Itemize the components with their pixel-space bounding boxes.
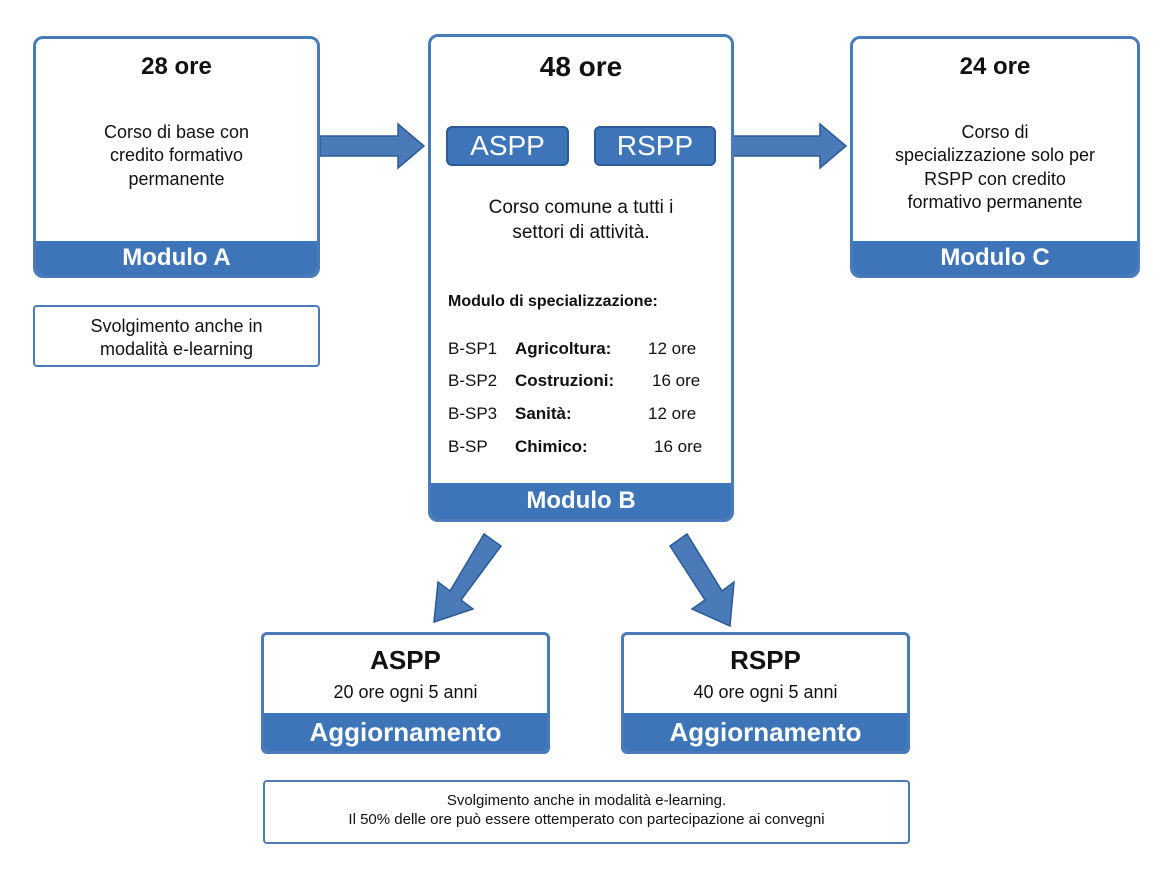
aggiornamento-rspp-hours: 40 ore ogni 5 anni [693, 682, 838, 702]
aggiornamento-rspp-label: Aggiornamento [624, 713, 907, 751]
spec-hours: 16 ore [652, 371, 701, 390]
aggiornamento-rspp-title: RSPP [730, 645, 801, 675]
arrow-b-to-c [715, 122, 848, 170]
aggiornamento-note: Svolgimento anche in modalità e-learning… [263, 780, 910, 844]
modulo-b-box: 48 ore Modulo B [428, 34, 734, 522]
aspp-pill: ASPP [446, 126, 569, 166]
spec-sector: Chimico: [515, 437, 588, 456]
aggiornamento-aspp-box: ASPP 20 ore ogni 5 anni Aggiornamento [261, 632, 550, 754]
aggiornamento-aspp-hours: 20 ore ogni 5 anni [333, 682, 478, 702]
aggiornamento-aspp-title: ASPP [370, 645, 441, 675]
arrow-b-to-rspp [668, 532, 735, 628]
modulo-c-hours: 24 ore [959, 53, 1031, 80]
modulo-a-label: Modulo A [36, 241, 317, 275]
modulo-c-box: 24 ore Corso di specializzazione solo pe… [850, 36, 1140, 278]
rspp-pill: RSPP [594, 126, 716, 166]
modulo-b-label: Modulo B [431, 483, 731, 519]
spec-sector: Agricoltura: [515, 339, 612, 358]
modulo-a-box: 28 ore Corso di base con credito formati… [33, 36, 320, 278]
spec-title: Modulo di specializzazione: [448, 293, 658, 310]
arrow-b-to-aspp [433, 532, 503, 624]
modulo-b-hours: 48 ore [539, 51, 623, 82]
spec-hours: 12 ore [648, 404, 697, 423]
modulo-c-description: Corso di specializzazione solo per RSPP … [894, 122, 1096, 213]
spec-code: B-SP3 [448, 404, 498, 423]
aggiornamento-aspp-label: Aggiornamento [264, 713, 547, 751]
spec-code: B-SP2 [448, 371, 498, 390]
aggiornamento-rspp-box: RSPP 40 ore ogni 5 anni Aggiornamento [621, 632, 910, 754]
modulo-a-note: Svolgimento anche in modalità e-learning [33, 305, 320, 367]
arrow-a-to-b [319, 122, 426, 170]
spec-code: B-SP [448, 437, 488, 456]
modulo-a-description: Corso di base con credito formativo perm… [103, 122, 250, 189]
spec-hours: 12 ore [648, 339, 697, 358]
spec-code: B-SP1 [448, 339, 498, 358]
spec-sector: Costruzioni: [515, 371, 615, 390]
modulo-a-hours: 28 ore [141, 53, 212, 80]
modulo-c-label: Modulo C [853, 241, 1137, 275]
spec-sector: Sanità: [515, 404, 572, 423]
spec-hours: 16 ore [654, 437, 703, 456]
modulo-b-description: Corso comune a tutti i settori di attivi… [488, 197, 674, 243]
